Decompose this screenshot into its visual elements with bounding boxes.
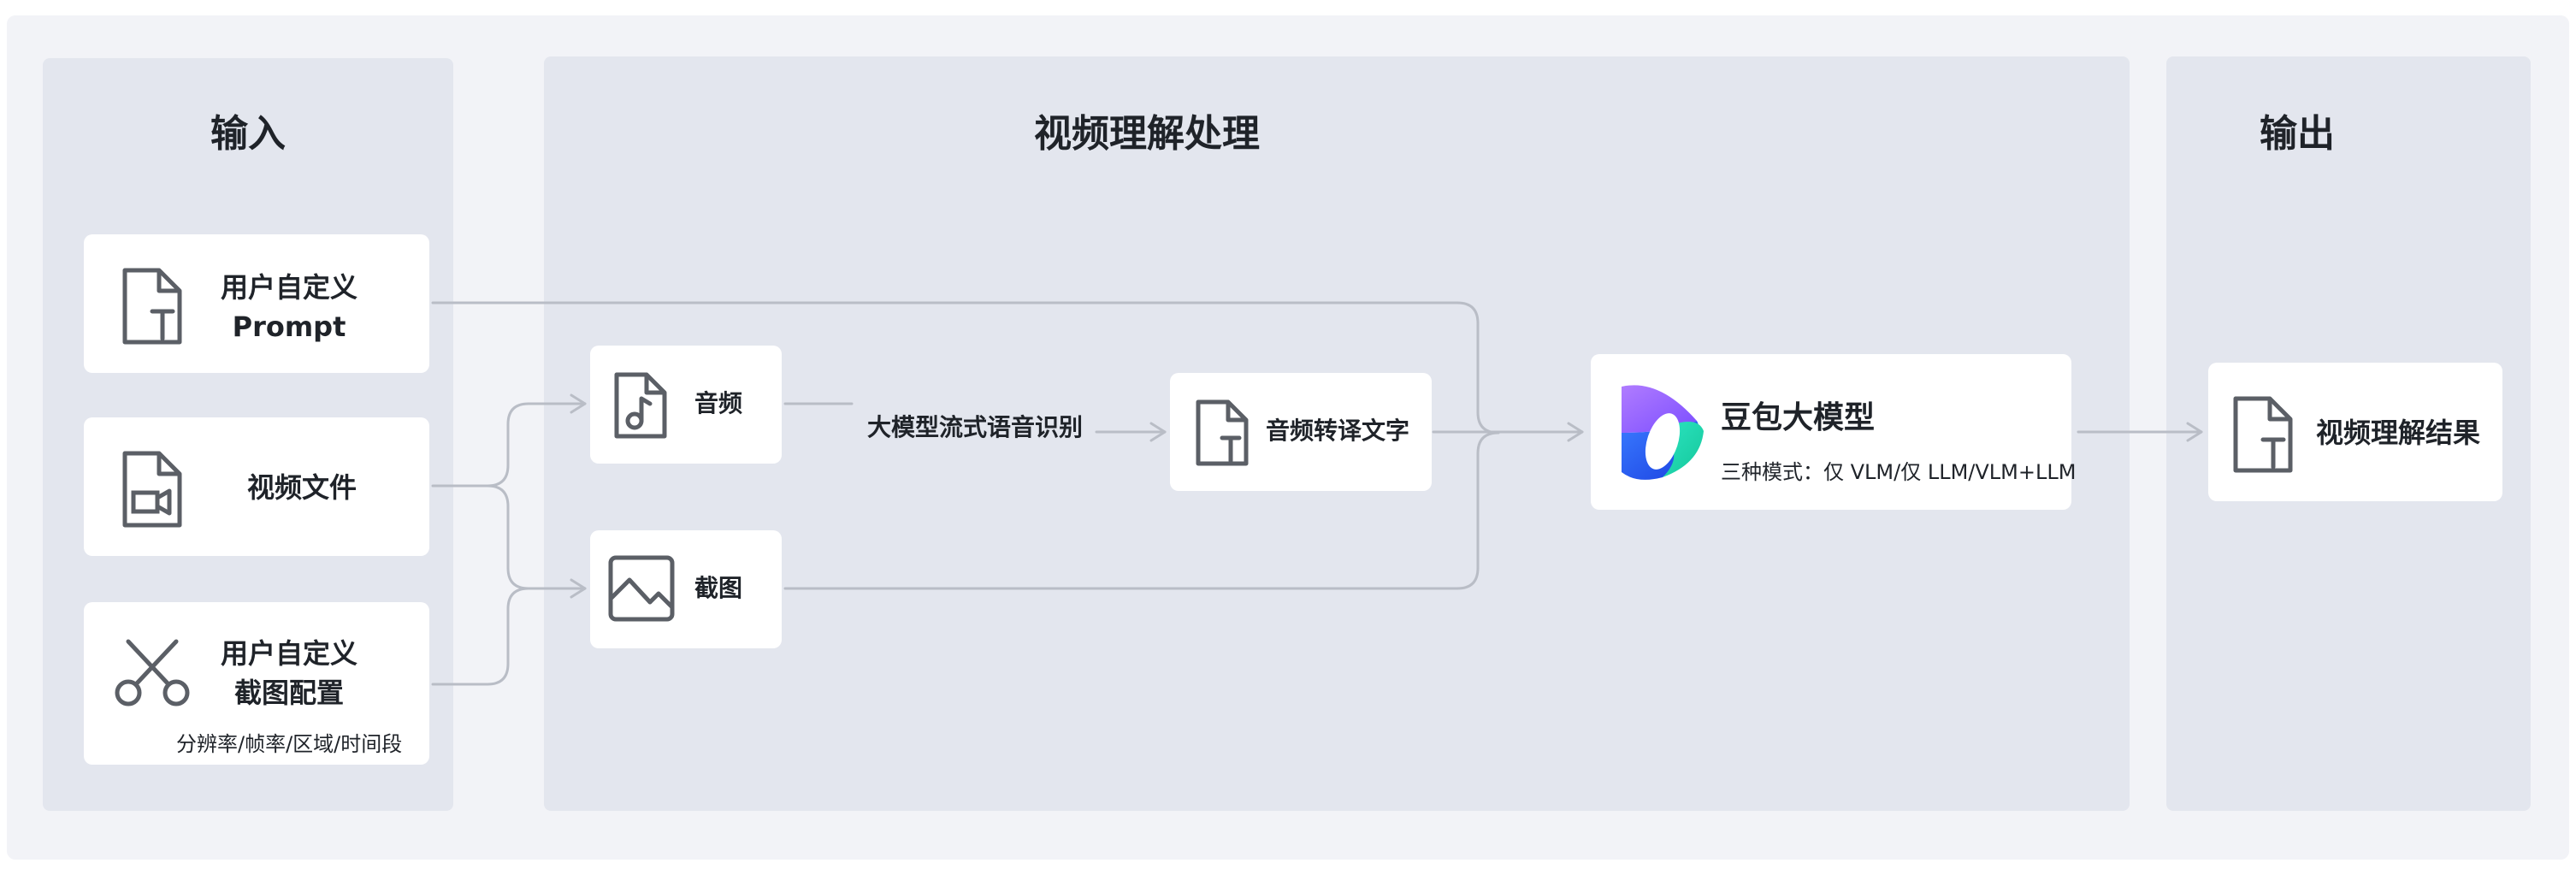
input-panel-title: 输入	[210, 112, 286, 156]
screenshot-config-note: 分辨率/帧率/区域/时间段	[176, 732, 403, 756]
wire-screenshot-to-model	[783, 431, 1500, 590]
screenshot-card-label: 截图	[694, 574, 742, 602]
screenshot-config-label-line1: 用户自定义	[220, 637, 357, 670]
model-card: 豆包大模型 三种模式：仅 VLM/仅 LLM/VLM+LLM	[1591, 354, 2076, 510]
screenshot-config-card: 用户自定义 截图配置 分辨率/帧率/区域/时间段	[84, 602, 429, 765]
model-card-title: 豆包大模型	[1721, 400, 1876, 435]
video-file-card-label: 视频文件	[246, 471, 357, 504]
video-file-icon	[122, 451, 182, 528]
transcript-card-label: 音频转译文字	[1266, 417, 1410, 445]
audio-card-label: 音频	[694, 389, 742, 417]
model-card-subtitle: 三种模式：仅 VLM/仅 LLM/VLM+LLM	[1721, 460, 2077, 484]
transcript-card: 音频转译文字	[1170, 373, 1432, 491]
process-panel-title: 视频理解处理	[1034, 112, 1260, 156]
prompt-card: 用户自定义 Prompt	[84, 234, 429, 373]
video-file-card: 视频文件	[84, 417, 429, 556]
wire-video-to-audio	[431, 393, 587, 488]
asr-label: 大模型流式语音识别	[867, 413, 1084, 441]
result-card: 视频理解结果	[2208, 363, 2502, 501]
wire-config-to-screenshot	[431, 587, 530, 686]
doubao-logo-icon	[1622, 385, 1704, 480]
document-text-icon	[2233, 396, 2293, 473]
output-panel-title: 输出	[2260, 112, 2335, 156]
prompt-card-label-line2: Prompt	[232, 310, 346, 343]
result-card-label: 视频理解结果	[2316, 417, 2481, 449]
music-file-icon	[614, 372, 667, 439]
image-icon	[608, 555, 675, 622]
document-text-icon	[1196, 399, 1249, 466]
prompt-card-label-line1: 用户自定义	[220, 271, 357, 304]
audio-card: 音频	[590, 346, 782, 464]
wire-video-to-screenshot	[486, 484, 587, 599]
scissors-icon	[115, 639, 190, 707]
screenshot-card: 截图	[590, 530, 782, 648]
screenshot-config-label-line2: 截图配置	[233, 677, 344, 709]
document-text-icon	[122, 268, 182, 345]
wire-prompt-to-model	[431, 301, 1500, 435]
